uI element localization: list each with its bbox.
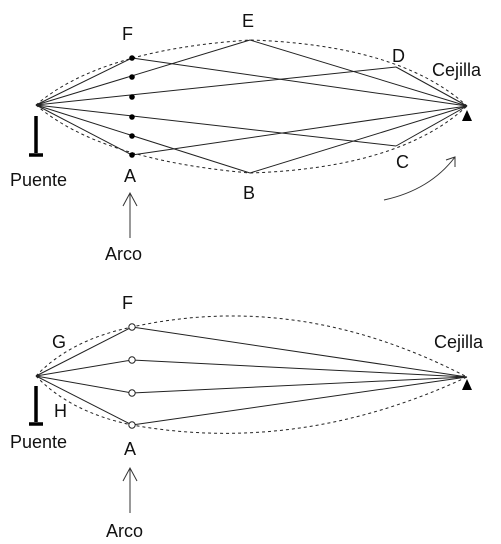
top-envelope-upper [35, 39, 468, 107]
bottom-nut-marker [462, 379, 472, 390]
top-label-d: D [392, 46, 405, 66]
bottom-diagram: F G H A Cejilla Puente Arco [10, 293, 484, 541]
bottom-envelope-upper [35, 315, 468, 378]
top-bridge-label: Puente [10, 170, 67, 190]
bottom-bow-label: Arco [106, 521, 143, 541]
top-motion-arrow [383, 156, 456, 201]
bottom-label-f: F [122, 293, 133, 313]
bottom-bow-points [128, 323, 136, 429]
top-dot-6 [129, 152, 135, 158]
top-dot-1 [129, 55, 135, 61]
bottom-envelope-lower [35, 375, 468, 434]
bottom-dot-3 [128, 389, 136, 397]
top-dot-4 [129, 114, 135, 120]
top-label-f: F [122, 24, 133, 44]
bottom-label-h: H [54, 401, 67, 421]
top-label-e: E [242, 11, 254, 31]
bottom-bridge-label: Puente [10, 432, 67, 452]
top-dot-3 [129, 94, 135, 100]
top-string-positions [35, 39, 468, 174]
bottom-nut-label: Cejilla [434, 332, 484, 352]
top-dot-5 [129, 133, 135, 139]
top-label-a: A [124, 166, 136, 186]
top-nut-label: Cejilla [432, 60, 482, 80]
top-bow-label: Arco [105, 244, 142, 264]
top-label-c: C [396, 152, 409, 172]
bottom-label-g: G [52, 332, 66, 352]
bottom-dot-2 [128, 356, 136, 364]
top-diagram: F E D A B C Cejilla Puente Arco [10, 11, 482, 264]
bottom-string-positions [35, 326, 468, 426]
top-bow-points [129, 55, 135, 158]
bottom-dot-4 [128, 421, 136, 429]
top-label-b: B [243, 183, 255, 203]
bottom-label-a: A [124, 439, 136, 459]
top-bow-arrow [122, 191, 138, 238]
bottom-bridge-post [29, 386, 43, 426]
bottom-bow-arrow [122, 466, 138, 513]
bottom-dot-1 [128, 323, 136, 331]
top-bridge-post [29, 116, 43, 157]
top-dot-2 [129, 74, 135, 80]
top-nut-marker [462, 110, 472, 121]
